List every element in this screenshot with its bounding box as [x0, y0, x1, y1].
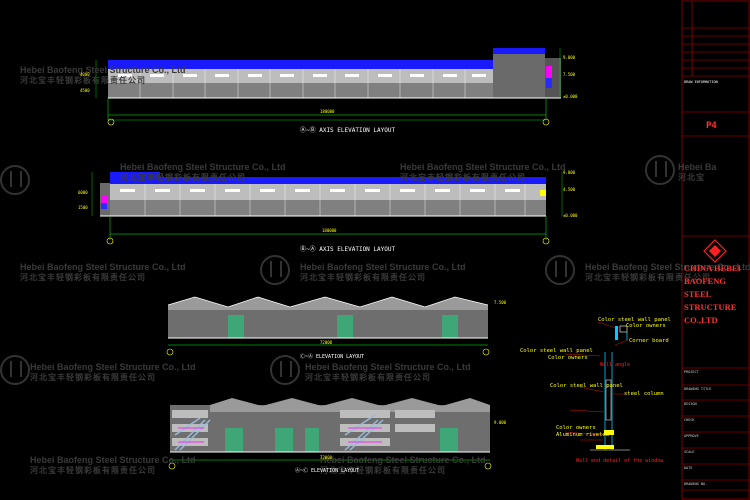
title-block-row: CHECK: [684, 418, 695, 422]
detail-title: Wall end detail of the window: [576, 458, 664, 464]
title-block-row: DATE: [684, 466, 693, 470]
company-logo-icon: [703, 239, 727, 263]
level-marker: 4.500: [563, 187, 576, 192]
title-block-project-label: DRAW INFORMATION: [684, 80, 718, 84]
label-color-steel-wall-panel: Color steel wall panel: [520, 348, 593, 354]
company-name: CHINA HEBEI BAOFENG STEEL STRUCTURE CO.,…: [684, 263, 741, 325]
title-block-row: DRAWING TITLE: [684, 387, 712, 391]
label-color-steel-wall-panel: Color steel wall panel: [550, 383, 623, 389]
level-marker: ±0.000: [563, 94, 578, 99]
dimension-label: 1500: [78, 205, 88, 210]
watermark-logo-icon: [645, 155, 675, 185]
label-color-owners: Color owners: [626, 323, 666, 329]
title-block-row: SCALE: [684, 450, 695, 454]
label-steel-column: steel column: [624, 391, 664, 397]
dimension-label: 4000: [80, 72, 90, 77]
label-color-steel-wall-panel: Color steel wall panel: [598, 317, 671, 323]
dimension-length-4: 72000: [320, 455, 333, 460]
label-wall-angle: Wall angle: [600, 362, 631, 368]
elevation-view-2: [91, 172, 563, 245]
level-marker: ±0.000: [563, 213, 578, 218]
watermark-logo-icon: [545, 255, 575, 285]
dimension-length-3: 72000: [320, 340, 333, 345]
watermark-logo-icon: [0, 165, 30, 195]
sheet-number: P4: [706, 121, 717, 131]
view-title-3: Ⓒ~Ⓐ ELEVATION LAYOUT: [300, 354, 365, 360]
watermark-logo-icon: [0, 355, 30, 385]
label-color-owners: Color owners: [548, 355, 588, 361]
title-block-row: DESIGN: [684, 402, 697, 406]
title-block-row: DRAWING NO.: [684, 482, 708, 486]
dimension-label: 6000: [78, 190, 88, 195]
label-color-owners: Color owners: [556, 425, 596, 431]
level-marker: 9.000: [494, 420, 507, 425]
elevation-view-4: [168, 398, 492, 470]
view-title-1: Ⓐ~Ⓑ AXIS ELEVATION LAYOUT: [300, 127, 396, 134]
level-marker: 7.500: [563, 72, 576, 77]
watermark-logo-icon: [260, 255, 290, 285]
title-block-grid: [681, 0, 750, 500]
dimension-length-1: 180000: [320, 109, 335, 114]
label-aluminum-riveted: Aluminum riveted: [556, 432, 609, 438]
dimension-label: 4500: [80, 88, 90, 93]
view-title-4: Ⓐ~Ⓒ ELEVATION LAYOUT: [295, 468, 360, 474]
title-block-row: APPROVE: [684, 434, 699, 438]
level-marker: 9.000: [563, 55, 576, 60]
wall-detail-drawing: [564, 321, 630, 451]
level-marker: 7.500: [494, 300, 507, 305]
title-block-row: PROJECT: [684, 370, 699, 374]
dimension-length-2: 180000: [322, 228, 337, 233]
elevation-view-3: [166, 296, 490, 356]
level-marker: 9.000: [563, 170, 576, 175]
elevation-view-1: [95, 48, 561, 126]
label-corner-board: Corner board: [629, 338, 669, 344]
watermark-logo-icon: [270, 355, 300, 385]
view-title-2: Ⓑ~Ⓐ AXIS ELEVATION LAYOUT: [300, 246, 396, 253]
